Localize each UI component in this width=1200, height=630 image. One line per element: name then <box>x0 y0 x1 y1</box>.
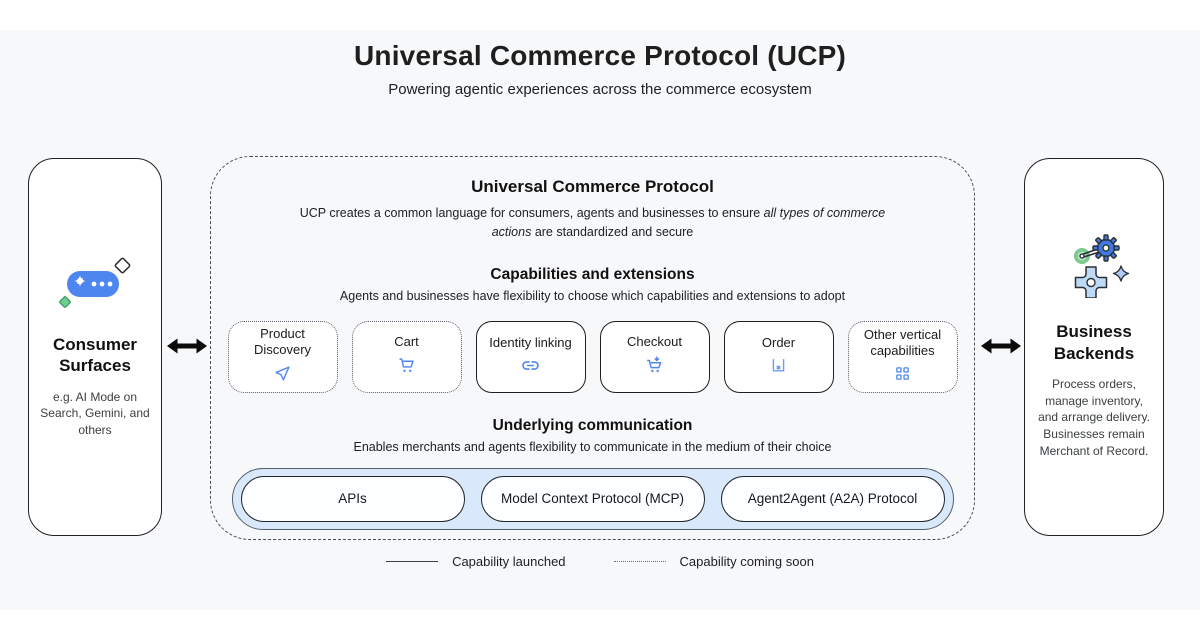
ucp-protocol-panel: Universal Commerce Protocol UCP creates … <box>210 156 975 540</box>
page-subtitle: Powering agentic experiences across the … <box>388 81 812 98</box>
capabilities-row: Product Discovery Cart Identity linking … <box>211 320 974 393</box>
ai-mode-sparkle-icon <box>53 255 137 316</box>
cart-icon <box>398 357 416 379</box>
communication-section-title: Underlying communication <box>492 416 693 434</box>
link-icon <box>521 358 540 378</box>
grid-icon <box>895 366 910 386</box>
business-backends-card: Business Backends Process orders, manage… <box>1024 158 1164 536</box>
capability-order: Order <box>723 320 834 393</box>
capability-cart: Cart <box>351 320 462 393</box>
legend-launched: Capability launched <box>386 554 566 569</box>
panel-description-prefix: UCP creates a common language for consum… <box>299 206 764 220</box>
right-double-arrow-icon <box>978 332 1024 365</box>
capability-label: Checkout <box>627 333 682 349</box>
capability-product-discovery: Product Discovery <box>227 320 338 393</box>
comm-pill-apis: APIs <box>240 475 465 522</box>
order-bin-icon <box>770 357 787 378</box>
capability-other-vertical: Other vertical capabilities <box>847 320 958 393</box>
business-backends-description: Process orders, manage inventory, and ar… <box>1038 376 1150 458</box>
capabilities-section-title: Capabilities and extensions <box>490 265 695 283</box>
capability-label: Identity linking <box>489 335 572 351</box>
capability-checkout: Checkout <box>599 320 710 393</box>
legend-launched-label: Capability launched <box>452 554 566 569</box>
business-backends-title: Business Backends <box>1053 322 1135 363</box>
comm-pill-mcp: Model Context Protocol (MCP) <box>480 475 705 522</box>
solid-line-swatch <box>386 561 439 562</box>
capability-label: Cart <box>394 334 419 350</box>
panel-description-italic: all types of commerce actions <box>491 206 886 239</box>
capability-identity-linking: Identity linking <box>475 320 586 393</box>
capabilities-section-subtitle: Agents and businesses have flexibility t… <box>339 288 846 303</box>
panel-description: UCP creates a common language for consum… <box>283 204 903 242</box>
panel-title: Universal Commerce Protocol <box>471 177 714 196</box>
checkout-cart-icon <box>646 356 664 379</box>
capability-label: Order <box>761 334 796 350</box>
consumer-surfaces-description: e.g. AI Mode on Search, Gemini, and othe… <box>40 389 150 438</box>
communication-section-subtitle: Enables merchants and agents flexibility… <box>353 439 832 454</box>
legend-coming-soon: Capability coming soon <box>613 554 814 569</box>
dotted-line-swatch <box>613 561 666 562</box>
legend-coming-soon-label: Capability coming soon <box>679 554 814 569</box>
backend-gears-icon <box>1053 234 1135 303</box>
diagram-header: Universal Commerce Protocol (UCP) Poweri… <box>0 40 1200 98</box>
navigation-send-icon <box>274 365 291 387</box>
page-title: Universal Commerce Protocol (UCP) <box>353 40 847 71</box>
comm-pill-a2a: Agent2Agent (A2A) Protocol <box>720 475 945 522</box>
capability-label: Other vertical capabilities <box>863 327 942 358</box>
consumer-surfaces-card: Consumer Surfaces e.g. AI Mode on Search… <box>28 158 162 536</box>
left-double-arrow-icon <box>164 332 210 365</box>
consumer-surfaces-title: Consumer Surfaces <box>52 335 138 376</box>
panel-description-suffix: are standardized and secure <box>531 224 694 239</box>
legend: Capability launched Capability coming so… <box>0 554 1200 569</box>
communication-band: APIs Model Context Protocol (MCP) Agent2… <box>231 467 954 530</box>
capability-label: Product Discovery <box>253 326 312 357</box>
